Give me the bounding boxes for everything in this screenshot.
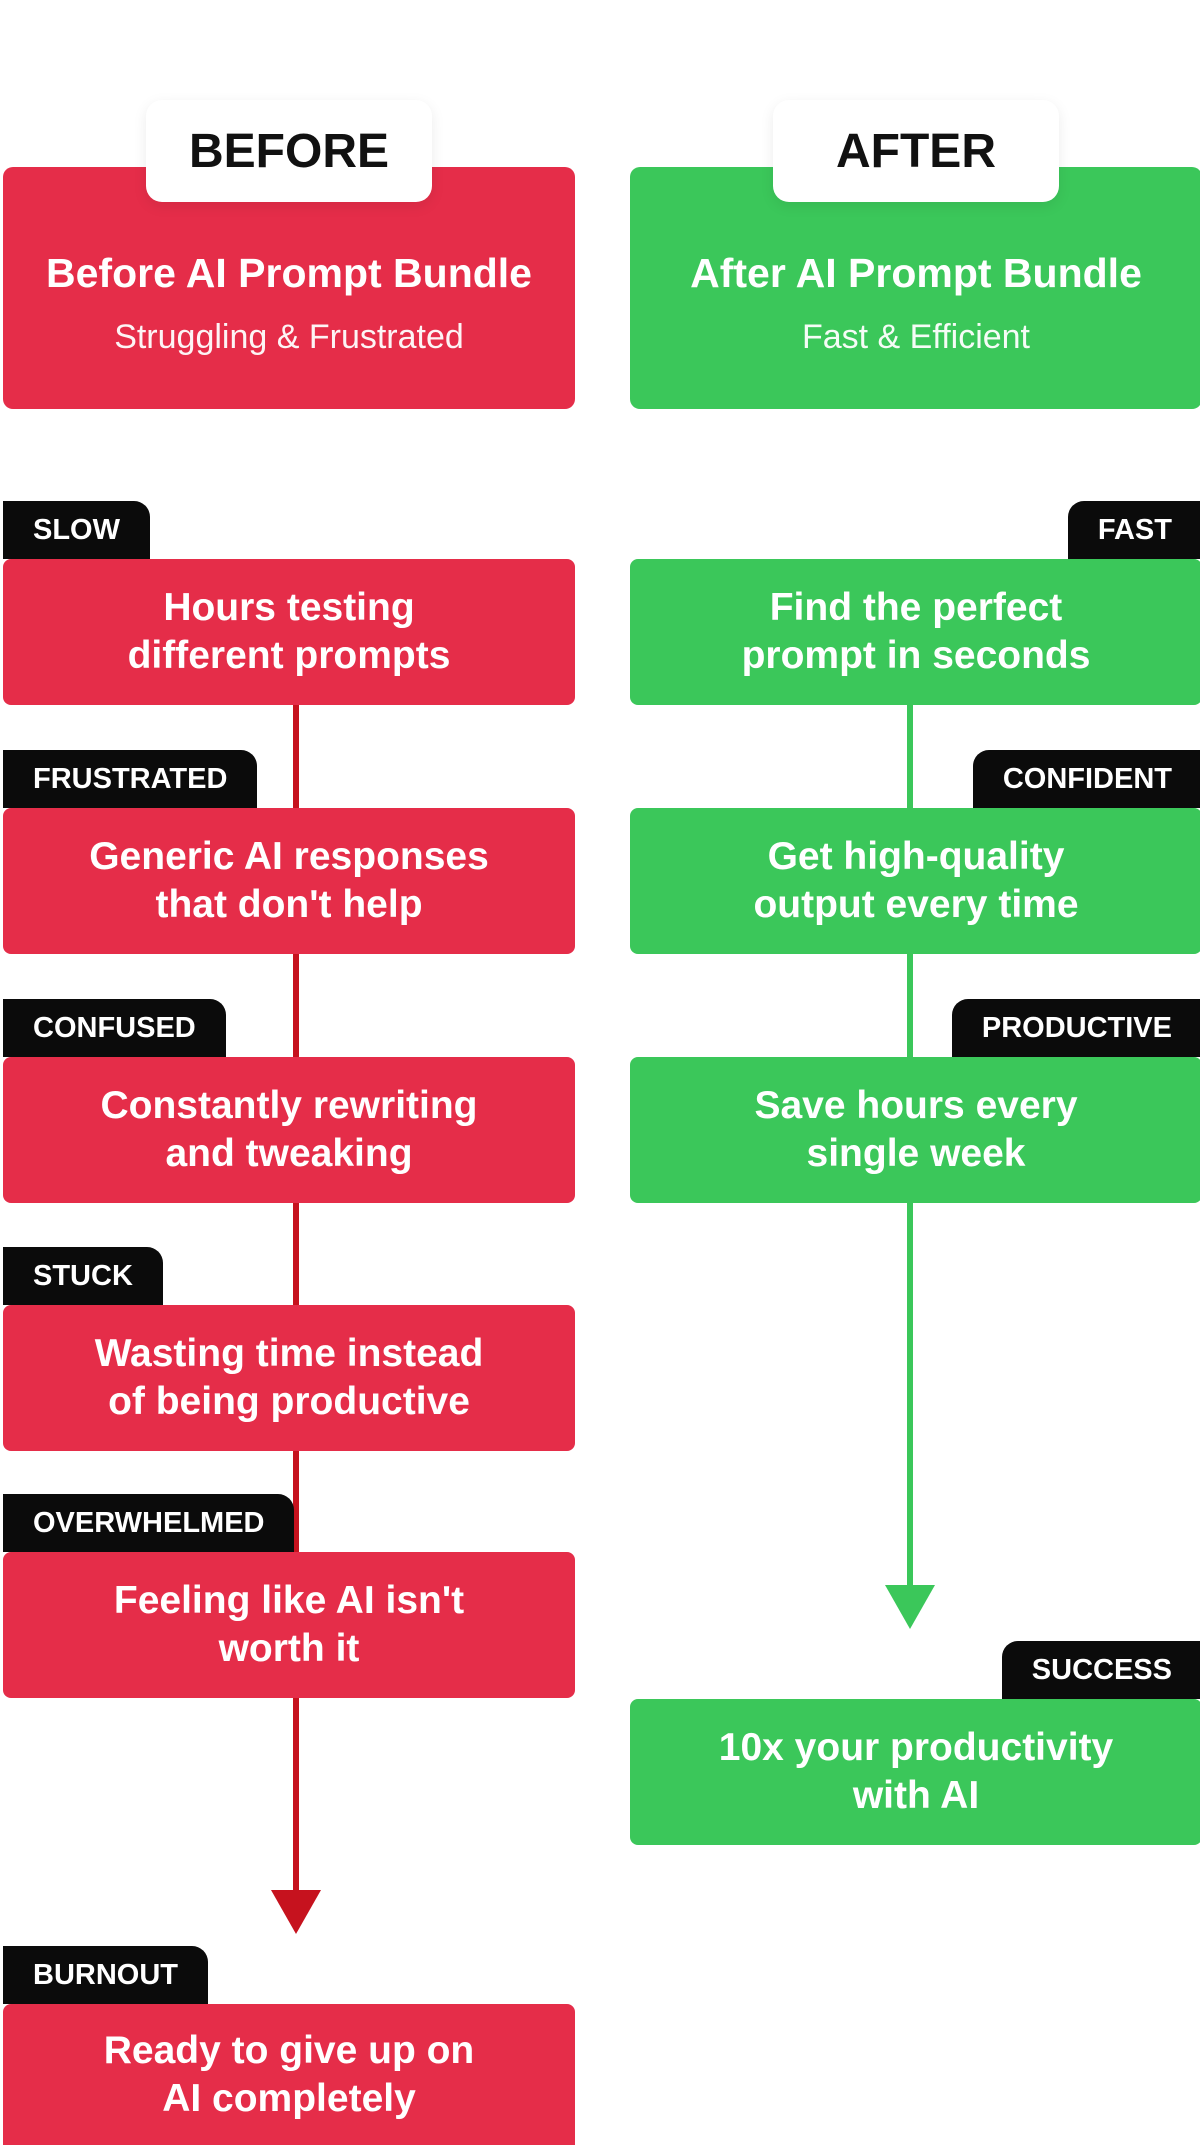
before-title: Before AI Prompt Bundle — [46, 250, 532, 296]
before-step-text: Wasting time instead of being productive — [94, 1332, 484, 1423]
before-column: BEFORE Before AI Prompt Bundle Strugglin… — [3, 0, 575, 2145]
before-flow-line — [293, 700, 299, 1900]
before-step-text: Generic AI responses that don't help — [89, 835, 489, 926]
before-step-tag-slow: SLOW — [3, 501, 150, 559]
before-step-text: Feeling like AI isn't worth it — [113, 1579, 465, 1670]
after-title: After AI Prompt Bundle — [690, 250, 1142, 296]
after-step-tag-success: SUCCESS — [1001, 1641, 1200, 1699]
before-step-tag-stuck: STUCK — [3, 1247, 163, 1305]
after-step-text: 10x your productivity with AI — [718, 1726, 1114, 1817]
after-step-text: Find the perfect prompt in seconds — [741, 586, 1091, 677]
before-header-tab: BEFORE — [146, 100, 432, 202]
before-step-text: Ready to give up on AI completely — [103, 2028, 475, 2120]
before-arrow-head — [271, 1890, 321, 1934]
before-step-tag-confused: CONFUSED — [3, 999, 226, 1057]
before-step-tag-overwhelmed: OVERWHELMED — [3, 1494, 295, 1552]
before-step-tag-frustrated: FRUSTRATED — [3, 750, 258, 808]
before-step-box-overwhelmed: Feeling like AI isn't worth it — [3, 1552, 575, 1698]
after-step-text: Save hours every single week — [754, 1084, 1078, 1175]
before-step-box-slow: Hours testing different prompts — [3, 559, 575, 705]
before-subtitle: Struggling & Frustrated — [114, 318, 464, 356]
after-arrow-head — [885, 1585, 935, 1629]
before-step-text: Hours testing different prompts — [127, 586, 451, 677]
before-step-box-frustrated: Generic AI responses that don't help — [3, 808, 575, 954]
after-header-box: After AI Prompt Bundle Fast & Efficient — [630, 167, 1200, 409]
after-step-text: Get high-quality output every time — [753, 835, 1079, 926]
before-header-box: Before AI Prompt Bundle Struggling & Fru… — [3, 167, 575, 409]
before-step-text: Constantly rewriting and tweaking — [100, 1084, 478, 1175]
after-step-box-success: 10x your productivity with AI — [630, 1699, 1200, 1845]
after-step-tag-confident: CONFIDENT — [972, 750, 1200, 808]
after-step-tag-fast: FAST — [1067, 501, 1200, 559]
after-column: AFTER After AI Prompt Bundle Fast & Effi… — [630, 0, 1200, 2145]
before-step-box-burnout: Ready to give up on AI completely — [3, 2004, 575, 2145]
after-step-box-productive: Save hours every single week — [630, 1057, 1200, 1203]
after-subtitle: Fast & Efficient — [801, 318, 1031, 356]
after-step-box-fast: Find the perfect prompt in seconds — [630, 559, 1200, 705]
after-step-box-confident: Get high-quality output every time — [630, 808, 1200, 954]
after-header-tab: AFTER — [773, 100, 1059, 202]
after-step-tag-productive: PRODUCTIVE — [951, 999, 1200, 1057]
before-step-box-stuck: Wasting time instead of being productive — [3, 1305, 575, 1451]
before-step-tag-burnout: BURNOUT — [3, 1946, 208, 2004]
before-step-box-confused: Constantly rewriting and tweaking — [3, 1057, 575, 1203]
